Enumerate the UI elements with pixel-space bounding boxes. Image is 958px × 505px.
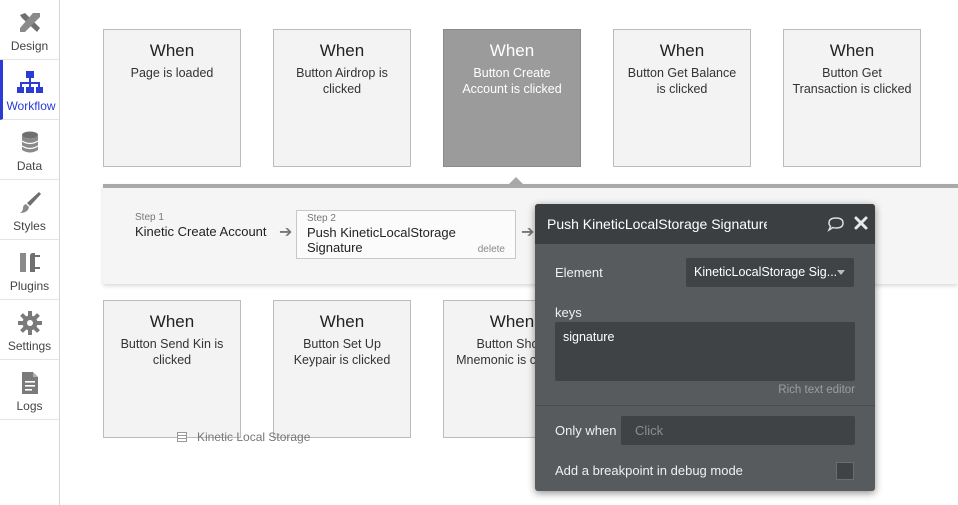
sidebar-item-label: Data (16, 159, 43, 173)
rich-text-editor-link[interactable]: Rich text editor (778, 384, 855, 396)
event-button-airdrop[interactable]: When Button Airdrop is clicked (273, 29, 411, 167)
divider (535, 405, 875, 406)
event-when-label: When (149, 41, 195, 60)
event-description: Button Set Up Keypair is clicked (293, 337, 391, 367)
floating-element-label[interactable]: Kinetic Local Storage (177, 430, 310, 444)
sidebar-item-label: Design (10, 39, 49, 53)
sidebar-item-styles[interactable]: Styles (0, 180, 59, 240)
event-when-label: When (489, 41, 535, 60)
event-page-loaded[interactable]: When Page is loaded (103, 29, 241, 167)
sidebar-item-plugins[interactable]: Plugins (0, 240, 59, 300)
event-when-label: When (319, 312, 365, 331)
step-1[interactable]: Step 1 Kinetic Create Account (135, 212, 267, 239)
event-button-set-up-keypair[interactable]: When Button Set Up Keypair is clicked (273, 300, 411, 438)
sidebar-item-label: Settings (7, 339, 52, 353)
floating-label-text: Kinetic Local Storage (197, 430, 311, 444)
gear-icon (18, 311, 42, 335)
action-property-editor: Push KineticLocalStorage Signature Eleme… (535, 204, 875, 491)
database-icon (21, 131, 39, 153)
event-when-label: When (829, 41, 875, 60)
breakpoint-checkbox[interactable] (836, 462, 854, 480)
step-arrow-icon: ➔ (279, 224, 293, 241)
sidebar-item-logs[interactable]: Logs (0, 360, 59, 420)
breakpoint-label: Add a breakpoint in debug mode (555, 463, 743, 478)
editor-title: Push KineticLocalStorage Signature (547, 216, 767, 232)
element-label: Element (555, 265, 603, 280)
step-name: Kinetic Create Account (135, 224, 267, 239)
design-icon (20, 13, 40, 32)
left-sidebar: Design Workflow Data Styles (0, 0, 60, 505)
plug-icon (20, 253, 40, 272)
element-icon (177, 432, 187, 442)
event-button-get-balance[interactable]: When Button Get Balance is clicked (613, 29, 751, 167)
event-description: Button Airdrop is clicked (296, 66, 388, 96)
keys-field[interactable]: signature (555, 322, 855, 381)
event-description: Button Send Kin is clicked (120, 337, 224, 367)
chevron-down-icon (837, 270, 845, 275)
event-when-label: When (659, 41, 705, 60)
sidebar-item-label: Logs (16, 399, 43, 413)
close-icon[interactable] (853, 215, 869, 231)
sidebar-item-data[interactable]: Data (0, 120, 59, 180)
only-when-field[interactable]: Click (621, 416, 855, 445)
event-button-send-kin[interactable]: When Button Send Kin is clicked (103, 300, 241, 438)
sidebar-item-label: Plugins (9, 279, 50, 293)
event-description: Button Get Transaction is clicked (792, 66, 912, 96)
selected-event-pointer (508, 177, 524, 185)
step-number: Step 1 (135, 212, 164, 223)
document-icon (22, 372, 38, 394)
step-arrow-icon: ➔ (521, 224, 535, 241)
step-2[interactable]: Step 2 Push KineticLocalStorage Signatur… (296, 210, 516, 259)
editor-header: Push KineticLocalStorage Signature (535, 204, 875, 244)
sidebar-item-design[interactable]: Design (0, 0, 59, 60)
workflow-icon (17, 71, 43, 93)
sidebar-item-label: Styles (13, 219, 46, 233)
step-number: Step 2 (307, 213, 336, 224)
event-button-get-transaction[interactable]: When Button Get Transaction is clicked (783, 29, 921, 167)
delete-step-link[interactable]: delete (477, 244, 505, 255)
sidebar-item-settings[interactable]: Settings (0, 300, 59, 360)
event-when-label: When (149, 312, 195, 331)
only-when-label: Only when (555, 423, 617, 438)
event-description: Button Create Account is clicked (462, 66, 562, 96)
element-dropdown-value: KineticLocalStorage Sig... (694, 265, 838, 279)
step-name: Push KineticLocalStorage Signature (307, 225, 456, 255)
event-when-label: When (319, 41, 365, 60)
comment-icon[interactable] (827, 216, 845, 232)
event-description: Button Get Balance is clicked (627, 66, 737, 96)
keys-label: keys (555, 305, 582, 320)
element-dropdown[interactable]: KineticLocalStorage Sig... (686, 258, 854, 287)
event-button-create-account[interactable]: When Button Create Account is clicked (443, 29, 581, 167)
sidebar-item-label: Workflow (6, 99, 56, 113)
event-description: Page is loaded (130, 66, 214, 80)
brush-icon (20, 192, 41, 213)
sidebar-item-workflow[interactable]: Workflow (0, 60, 59, 120)
event-when-label: When (489, 312, 535, 331)
